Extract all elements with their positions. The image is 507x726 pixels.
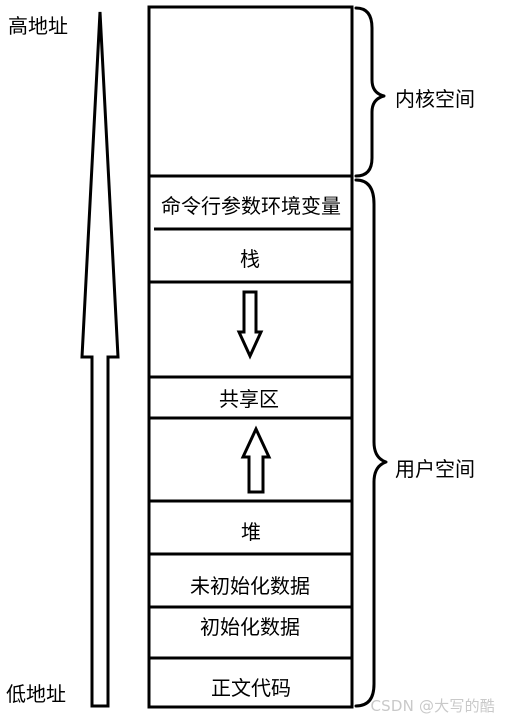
user-space-brace-icon (354, 178, 388, 708)
high-address-label: 高地址 (8, 14, 68, 38)
segment-label-bss: 未初始化数据 (190, 574, 310, 598)
segment-label-cmdline-env: 命令行参数环境变量 (161, 194, 341, 218)
segment-label-shared: 共享区 (219, 387, 279, 411)
segment-label-data: 初始化数据 (200, 615, 300, 639)
segment-label-heap: 堆 (241, 520, 261, 544)
kernel-space-brace-icon (354, 6, 386, 178)
address-direction-up-arrow-icon (80, 11, 120, 708)
low-address-label: 低地址 (6, 682, 66, 706)
user-space-label: 用户空间 (395, 457, 475, 481)
kernel-space-label: 内核空间 (395, 87, 475, 111)
segment-label-stack: 栈 (240, 247, 260, 271)
heap-grows-up-arrow-icon (240, 425, 272, 494)
watermark: CSDN @大写的酷 (370, 697, 495, 715)
stack-grows-down-arrow-icon (236, 290, 264, 360)
memory-column (147, 5, 354, 709)
segment-label-text: 正文代码 (211, 676, 291, 700)
